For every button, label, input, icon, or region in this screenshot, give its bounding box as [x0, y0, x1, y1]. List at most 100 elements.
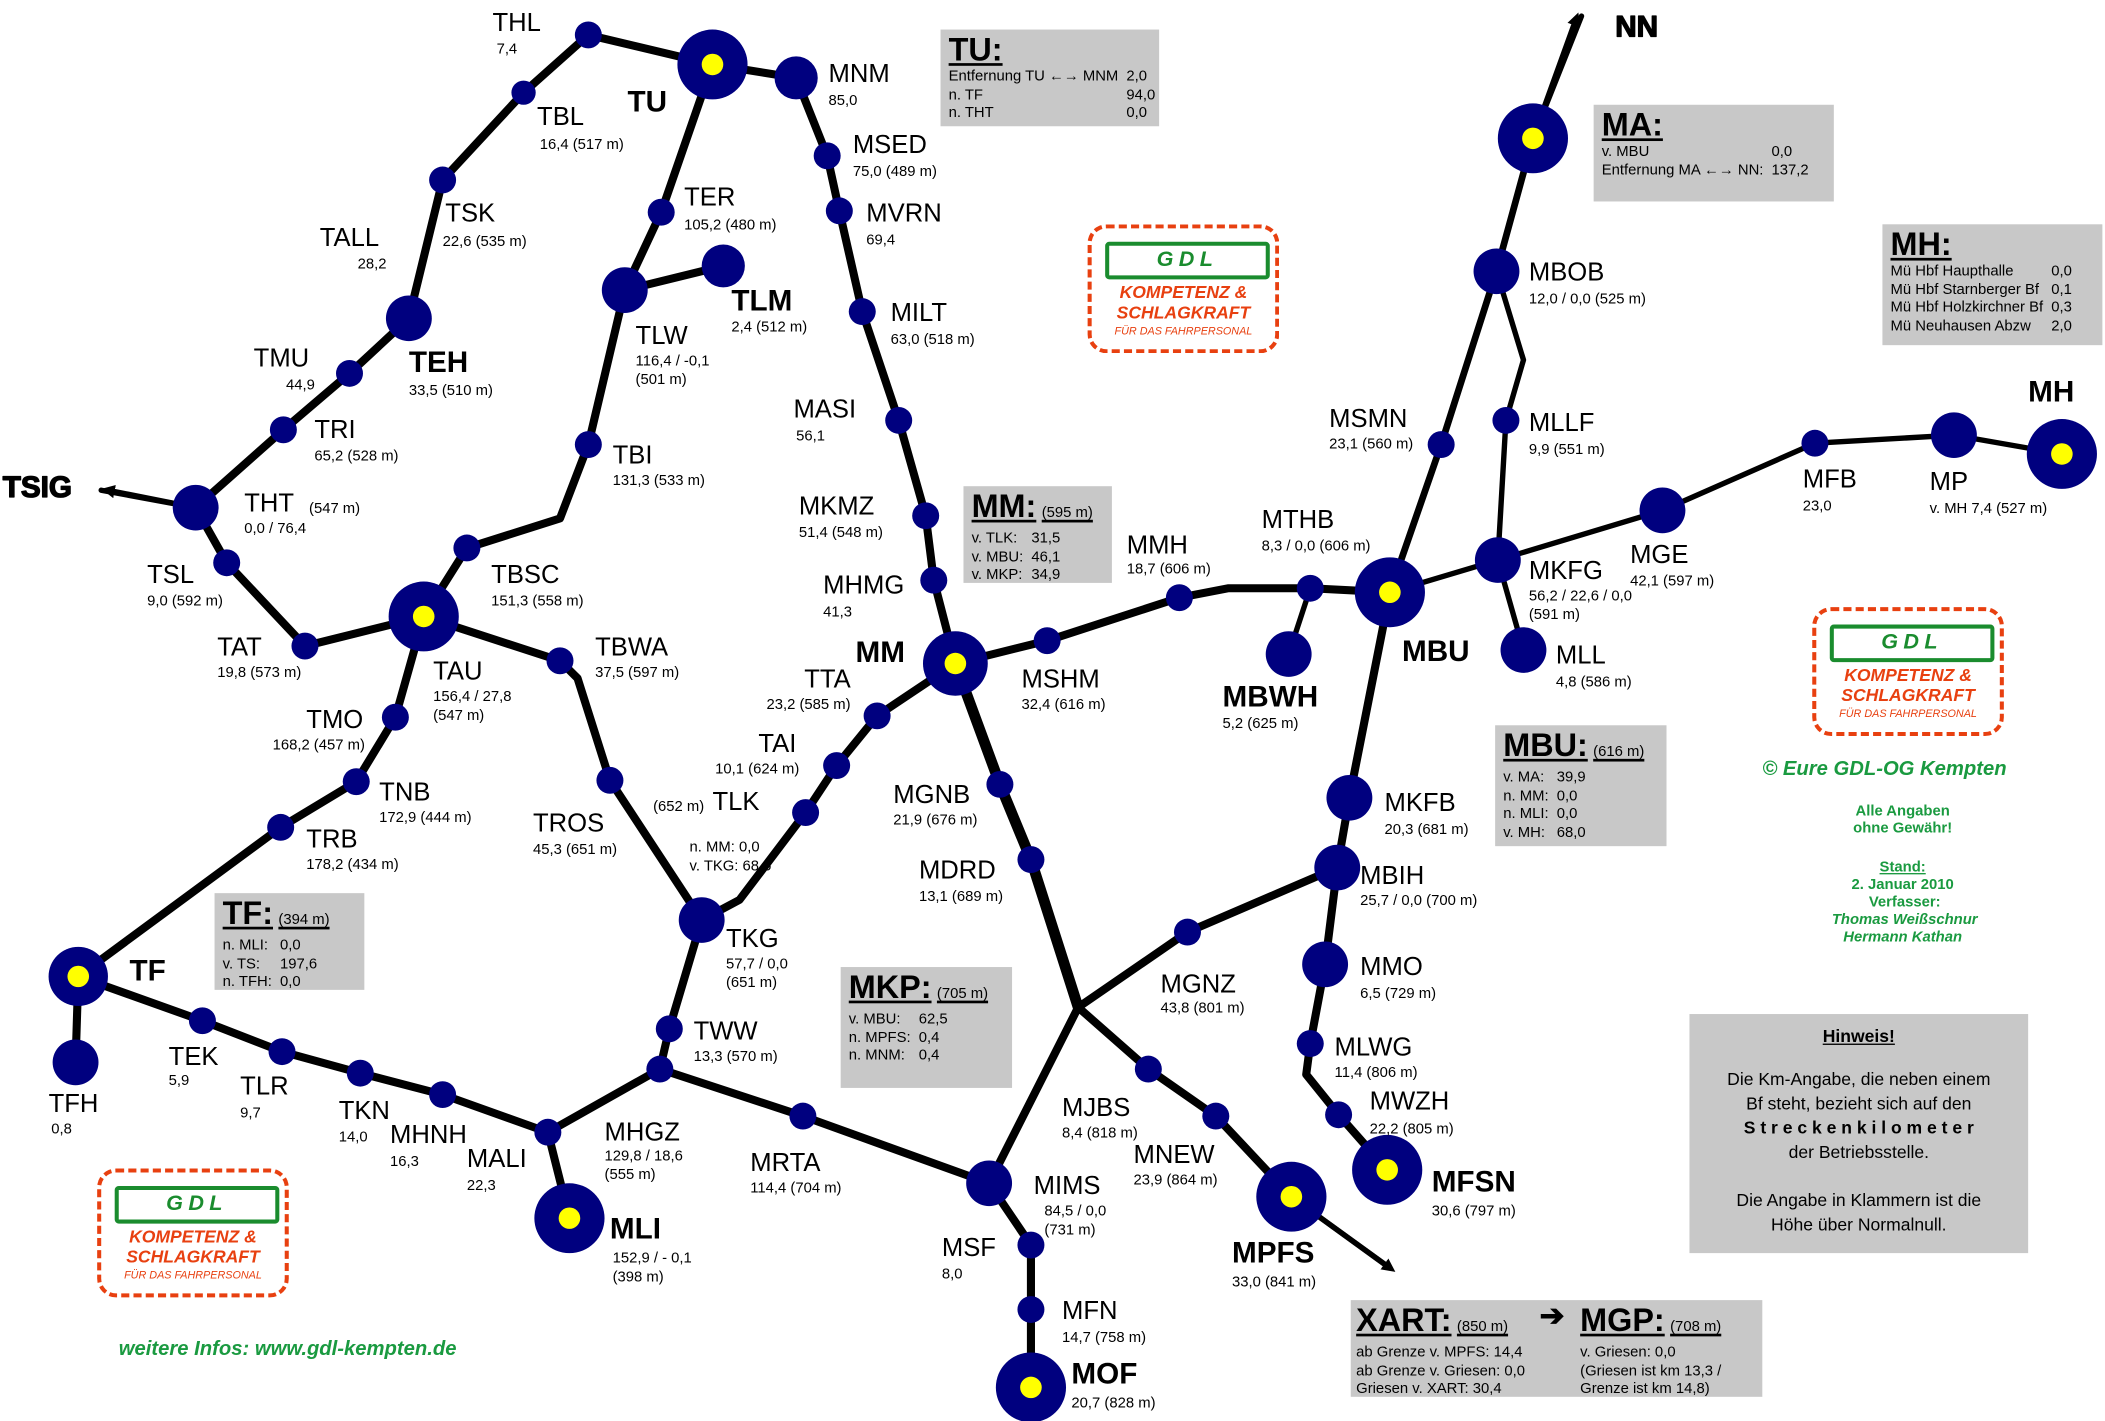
station-node-tbwa[interactable]: [546, 647, 574, 675]
station-node-mbwh[interactable]: [1265, 631, 1312, 677]
station-node-mnew[interactable]: [1202, 1102, 1230, 1130]
station-node-mvrn[interactable]: [825, 197, 853, 225]
station-node-milt[interactable]: [848, 298, 876, 326]
station-node-mbob[interactable]: [1473, 248, 1520, 295]
station-node-mjbs[interactable]: [1134, 1055, 1162, 1083]
station-km: 84,5 / 0,0: [1044, 1204, 1106, 1220]
station-km: 156,4 / 27,8: [433, 689, 511, 705]
logo-line2: KOMPETENZ &: [1119, 282, 1248, 303]
station-node-tsk[interactable]: [429, 166, 457, 194]
logo-line4: FÜR DAS FAHRPERSONAL: [1839, 707, 1977, 720]
station-node-tlw[interactable]: [601, 267, 648, 313]
station-node-msed[interactable]: [813, 142, 841, 170]
station-node-tai[interactable]: [823, 752, 851, 779]
station-node-tta[interactable]: [863, 702, 891, 730]
station-node-tat[interactable]: [291, 632, 319, 660]
station-node-mims[interactable]: [966, 1160, 1013, 1207]
station-km: 129,8 / 18,6: [605, 1148, 683, 1164]
station-node-thl[interactable]: [574, 21, 602, 49]
station-km: 8,4 (818 m): [1062, 1126, 1138, 1142]
station-node-tlr[interactable]: [268, 1038, 296, 1066]
hub-dot-icon: [701, 53, 724, 76]
station-node-mhmg[interactable]: [920, 566, 948, 594]
station-node-mkfb[interactable]: [1326, 774, 1373, 821]
info-row: n. MLI:0,0: [223, 937, 326, 955]
station-name: MLI: [610, 1212, 661, 1245]
station-node-mgnz[interactable]: [1173, 918, 1201, 946]
author-1: Thomas Weißschnur: [1831, 911, 1978, 929]
station-node-mshm[interactable]: [1033, 627, 1061, 655]
station-node-tww[interactable]: [655, 1015, 683, 1043]
station-node-tbl[interactable]: [511, 80, 536, 105]
hint-line: Bf steht, bezieht sich auf den: [1746, 1093, 1972, 1114]
station-node-mhnh[interactable]: [429, 1081, 457, 1109]
station-node-tnb[interactable]: [342, 768, 370, 796]
station-name: TLM: [731, 284, 792, 317]
info-value: 68,0: [1556, 823, 1586, 841]
station-node-tfh[interactable]: [52, 1039, 99, 1086]
station-node-mll[interactable]: [1500, 627, 1547, 673]
gdl-logo: GDL KOMPETENZ &SCHLAGKRAFT FÜR DAS FAHRP…: [1087, 224, 1280, 354]
station-node-mhgz[interactable]: [646, 1055, 674, 1083]
station-node-tsl[interactable]: [213, 549, 241, 577]
info-row: Griesen v. XART: 30,4: [1356, 1381, 1533, 1399]
station-name: MSF: [942, 1234, 996, 1262]
station-node-tbi[interactable]: [574, 431, 602, 458]
station-node-mrta[interactable]: [789, 1102, 817, 1130]
station-node-tmo[interactable]: [381, 703, 409, 731]
station-node-mgnb[interactable]: [986, 770, 1014, 798]
station-name: MTHB: [1262, 506, 1335, 534]
station-node-teh[interactable]: [385, 295, 432, 342]
station-node-msf[interactable]: [1017, 1231, 1045, 1259]
station-node-mfn[interactable]: [1017, 1296, 1045, 1323]
station-node-mllf[interactable]: [1492, 406, 1520, 434]
station-km: 168,2 (457 m): [273, 737, 365, 753]
station-node-mali[interactable]: [534, 1118, 562, 1146]
station-node-mdrd[interactable]: [1017, 846, 1045, 874]
station-km: 0,0 / 76,4: [244, 521, 306, 537]
station-node-mmo[interactable]: [1302, 941, 1349, 988]
station-node-mkfg[interactable]: [1474, 537, 1521, 583]
station-node-tek[interactable]: [188, 1007, 216, 1035]
station-node-mwzh[interactable]: [1325, 1101, 1353, 1129]
station-name: TBI: [613, 441, 653, 469]
station-node-mthb[interactable]: [1296, 574, 1324, 602]
station-node-tkg[interactable]: [678, 897, 725, 943]
station-node-mkmz[interactable]: [912, 502, 940, 530]
station-node-mp[interactable]: [1930, 412, 1977, 458]
info-key: n. THT: [948, 104, 994, 121]
station-node-tlk[interactable]: [792, 799, 820, 827]
station-node-ter[interactable]: [647, 198, 675, 226]
station-node-mfb[interactable]: [1801, 429, 1829, 457]
station-node-tri[interactable]: [269, 416, 297, 444]
station-node-tlm[interactable]: [701, 244, 745, 288]
stand-date: 2. Januar 2010: [1851, 877, 1954, 894]
station-node-tht[interactable]: [172, 484, 219, 531]
station-node-tbsc[interactable]: [453, 534, 481, 562]
station-node-msmn[interactable]: [1427, 431, 1455, 458]
station-node-mlwg[interactable]: [1296, 1030, 1324, 1058]
station-node-tkn[interactable]: [346, 1059, 374, 1087]
station-node-mge[interactable]: [1639, 487, 1686, 534]
info-box-unit: (394 m): [278, 911, 330, 929]
station-node-masi[interactable]: [885, 406, 913, 434]
website-link[interactable]: weitere Infos: www.gdl-kempten.de: [118, 1337, 457, 1361]
station-node-tmu[interactable]: [336, 359, 363, 387]
info-row: ab Grenze v. Griesen: 0,0: [1356, 1363, 1533, 1381]
station-node-mnm[interactable]: [774, 56, 818, 100]
info-value: 0,0: [1556, 787, 1578, 804]
station-node-mbih[interactable]: [1314, 844, 1361, 891]
info-value: 0,1: [2051, 281, 2072, 298]
station-name: MHGZ: [605, 1118, 680, 1146]
station-node-mmh[interactable]: [1165, 584, 1193, 612]
station-node-trb[interactable]: [267, 813, 295, 841]
station-node-tros[interactable]: [596, 766, 624, 794]
info-key: Griesen v. XART: 30,4: [1356, 1380, 1502, 1397]
hint-line: S t r e c k e n k i l o m e t e r: [1743, 1117, 1974, 1138]
info-box-title: MM:: [971, 488, 1037, 526]
